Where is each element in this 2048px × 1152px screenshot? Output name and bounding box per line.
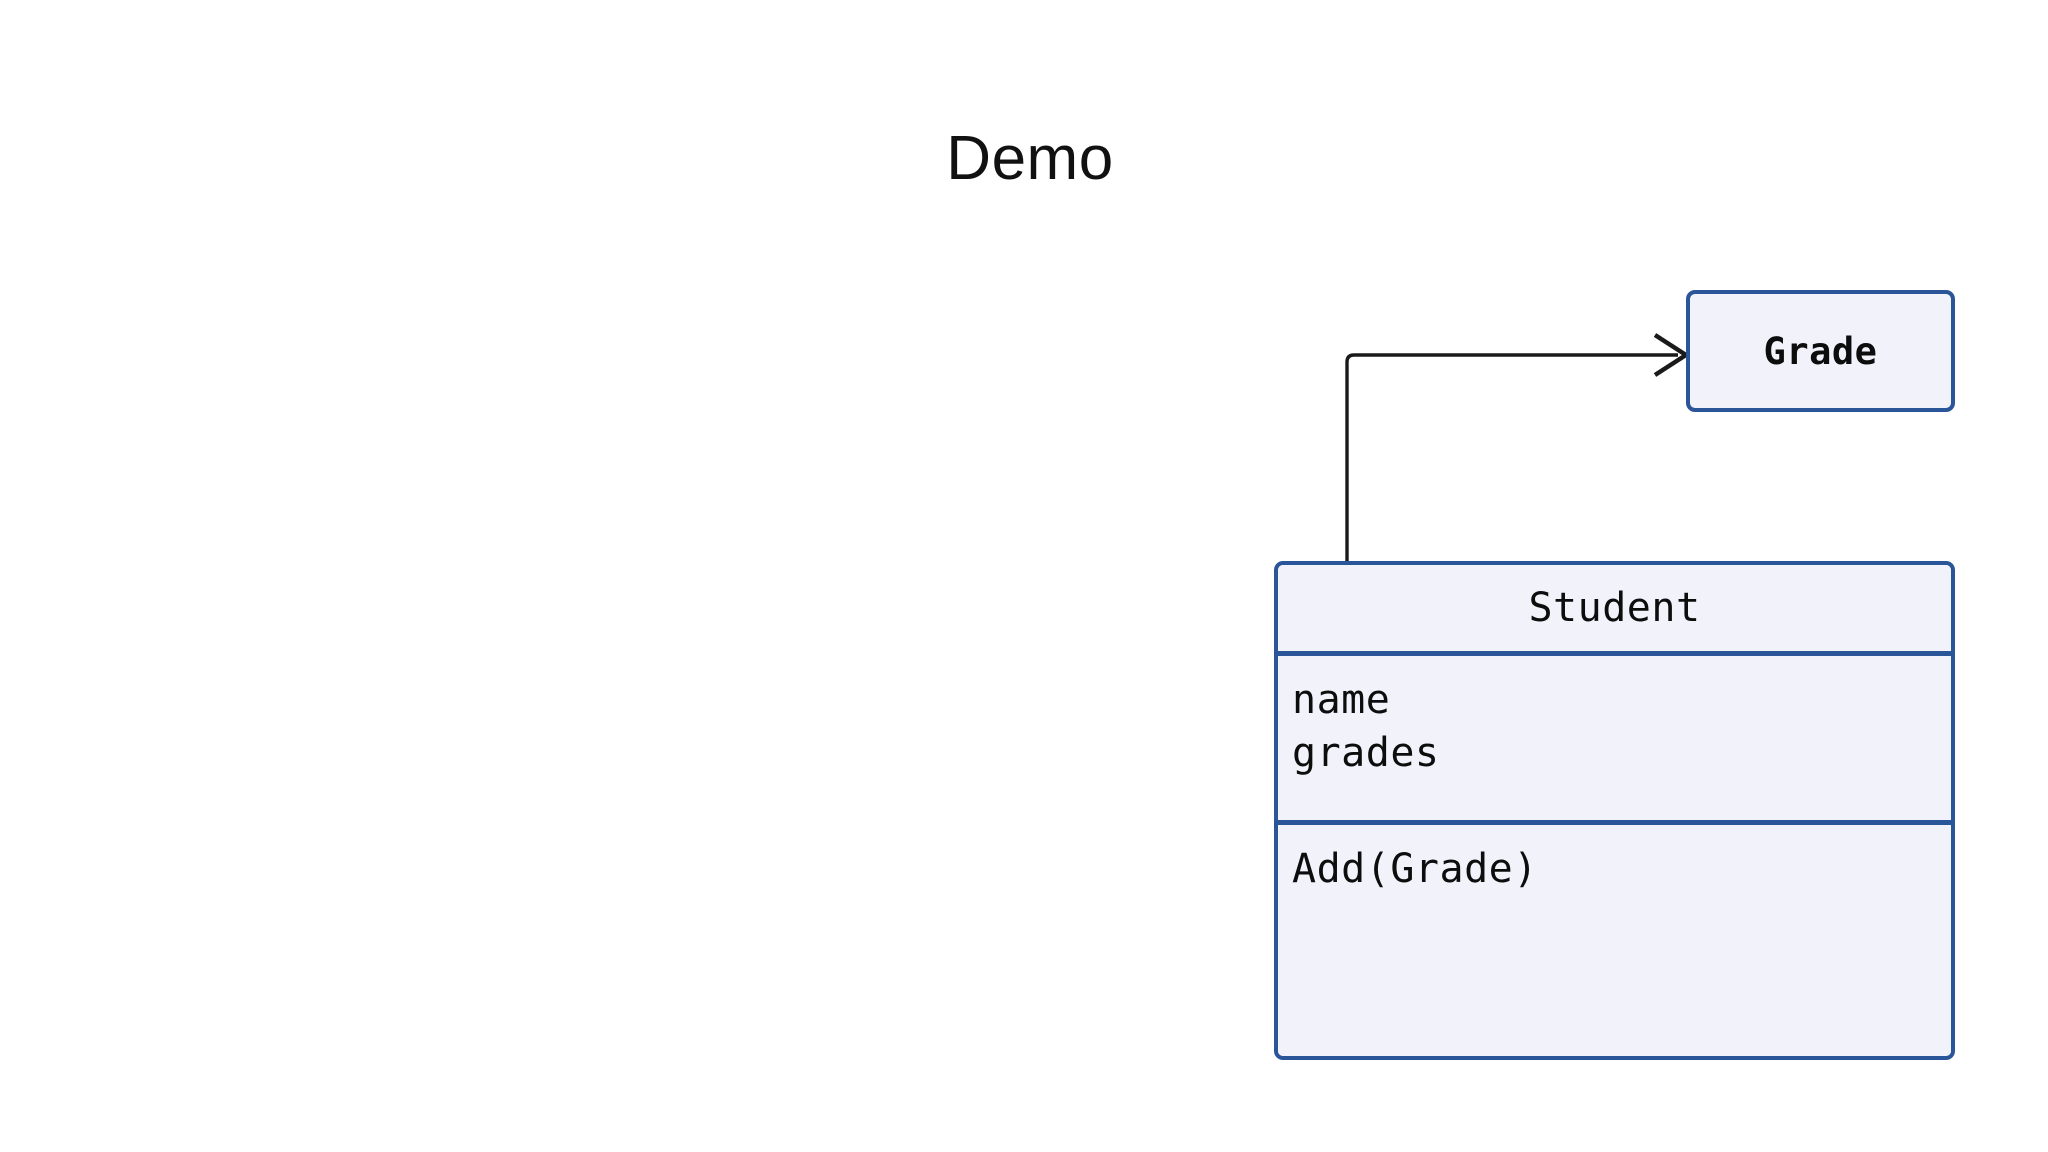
uml-attribute: name — [1292, 677, 1391, 723]
page-title-text: Demo — [946, 124, 1114, 193]
association-line — [1345, 353, 1678, 561]
uml-class-grade-name: Grade — [1763, 329, 1878, 373]
uml-class-student[interactable]: Student name grades Add(Grade) — [1274, 561, 1955, 1060]
uml-method: Add(Grade) — [1292, 846, 1538, 892]
uml-class-student-methods: Add(Grade) — [1278, 820, 1951, 1056]
association-student-to-grade — [1345, 333, 1691, 561]
uml-class-grade[interactable]: Grade — [1686, 290, 1955, 412]
uml-class-student-header: Student — [1278, 565, 1951, 651]
arrowhead-open-v-icon — [1653, 333, 1691, 377]
page-title: Demo — [0, 128, 2048, 190]
uml-class-student-attributes: name grades — [1278, 651, 1951, 820]
uml-attribute: grades — [1292, 730, 1440, 776]
uml-class-student-name: Student — [1528, 585, 1701, 631]
